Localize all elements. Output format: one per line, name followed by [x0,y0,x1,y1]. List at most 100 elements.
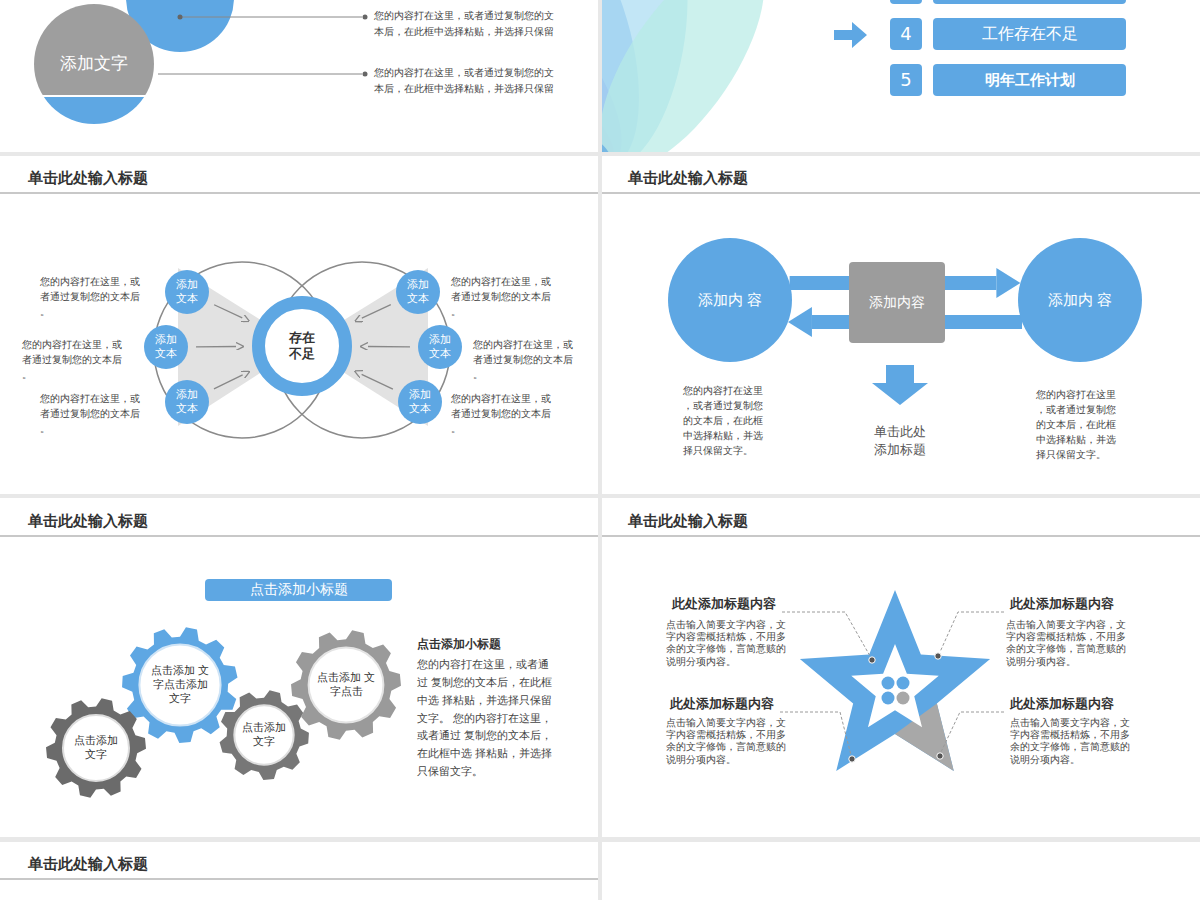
body-text: 您的内容打在这里，或 者通过复制您的文本后 。 [40,391,144,436]
body-text: 点击输入简要文字内容，文 字内容需概括精炼，不用多 余的文字修饰，言简意赅的 说… [1006,619,1134,668]
node-text: 点击添加 文字 [68,734,124,762]
arrow-connector [214,305,242,318]
arrow-connector [362,374,393,389]
node-text-group: 5 [900,69,911,92]
leader-line [941,712,1004,752]
leader-dot [935,653,941,659]
arrow-connector [368,346,410,348]
arrow-connector [214,375,243,389]
node-text-group: 点击添加 文字点击 [314,671,378,699]
gear: 点击添加 文字点击添加 文字 [122,627,238,743]
callout-heading: 此处添加标题内容 [1010,696,1114,712]
star-dots [849,653,943,762]
small-circle: 添加 文本 [418,325,462,369]
content-box: 添加内容 [849,262,945,343]
gear-teeth [46,698,146,797]
node-text: 添加 文本 [427,333,453,361]
slide-title: 单击此处输入标题 [28,512,148,532]
node-text: 添加内 容 [1047,291,1113,310]
node-text: 添加 文本 [174,388,200,416]
body-text: 点击输入简要文字内容，文 字内容需概括精炼，不用多 余的文字修饰，言简意赅的 说… [1010,717,1138,766]
body-text: 您的内容打在这里，或 者通过复制您的文本后 。 [40,274,144,319]
slide [0,0,598,152]
gear-teeth [291,630,401,739]
small-circle: 添加 文本 [144,325,188,369]
node-text: 点击添加 文字点击 [314,671,378,699]
body-text: 您的内容打在这里，或 者通过复制您的文本后 。 [22,337,126,382]
slide-title: 单击此处输入标题 [628,169,748,189]
leader-dot [849,756,855,762]
down-arrow [872,365,928,405]
leader-dot [363,72,368,77]
node-text: 明年工作计划 [985,71,1075,90]
star-hollow [851,644,938,727]
slide-title: 单击此处输入标题 [628,512,748,532]
node-text: 添加内 容 [697,291,763,310]
body-text: 您的内容打在这里，或者通过复制您的文 本后，在此框中选择粘贴，并选择只保留 [374,65,562,96]
gear-teeth [220,690,309,780]
node-text-group: 点击添加 文字 [68,734,124,762]
node-text: 点击添加 文字点击添加 文字 [146,664,215,705]
subheading: 点击添加小标题 [417,637,501,653]
title-rule [0,192,598,194]
arrow-connector [362,305,391,318]
leader-dot [363,15,368,20]
subtitle-bar: 点击添加小标题 [205,579,392,601]
node-text: 添加 文本 [407,388,433,416]
leader-line [782,612,870,656]
node-text: 点击添加 文字 [239,721,290,749]
slide [0,498,598,837]
body-text: 点击输入简要文字内容，文 字内容需概括精炼，不用多 余的文字修饰，言简意赅的 说… [666,619,794,668]
body-text: 您的内容打在这里 ，或者通过复制您 的文本后，在此框 中选择粘贴，并选 择只保留… [1036,387,1122,462]
node-text-group: 添加文字 [46,53,142,74]
node-text: 点击添加小标题 [250,581,348,599]
gear: 点击添加 文字点击 [291,630,401,740]
node-text-group: 点击添加 文字 [239,721,290,749]
node-text: 工作存在不足 [982,24,1078,44]
title-rule [602,192,1200,194]
body-text: 您的内容打在这里，或者通过 复制您的文本后，在此框中选 择粘贴，并选择只保留文字… [417,656,559,781]
center-ring: 存在 不足 [252,296,352,396]
gear-hub [139,644,220,725]
slide-title: 单击此处输入标题 [28,855,148,875]
body-text: 您的内容打在这里，或 者通过复制您的文本后 。 [451,274,555,319]
small-circle: 添加 文本 [398,380,442,424]
small-circle: 添加 文本 [165,380,209,424]
gear-hub [63,715,129,781]
node-text-group: 点击添加 文字点击添加 文字 [146,664,215,705]
leader-line [182,17,362,18]
gear: 点击添加 文字 [46,698,146,798]
title-rules [0,193,1200,879]
label-box: 明年工作计划 [933,64,1126,96]
node-text: 4 [900,23,911,46]
node-text-group: 添加 文本 [174,388,200,416]
node-text: 添加文字 [46,53,142,74]
node-text-group: 4 [900,23,911,46]
slide [0,842,598,900]
petal-art [602,0,795,152]
star-dot [897,692,910,705]
title-rule [0,535,598,537]
title-rule [602,535,1200,537]
node-text-group: 添加 文本 [405,278,431,306]
node-text-group: 添加 文本 [153,333,179,361]
label-box: 工作存在不足 [933,18,1126,50]
node-text: 添加内容 [869,294,925,312]
star-dot [882,692,895,705]
callout-heading: 此处添加标题内容 [670,696,774,712]
node-text: 添加 文本 [405,278,431,306]
gear-teeth [122,627,237,743]
node-text: 5 [900,69,911,92]
node-text: 存在 不足 [287,330,317,363]
node-text-group: 添加内容 [869,294,925,312]
body-text: 您的内容打在这里 ，或者通过复制您 的文本后，在此框 中选择粘贴，并选 择只保留… [683,383,769,458]
node-text-group: 添加 文本 [427,333,453,361]
leader-line [940,612,1004,652]
gear-hub [234,705,293,764]
node-text-group: 添加 文本 [407,388,433,416]
leader-dot [178,15,183,20]
node-text-group: 添加 文本 [174,278,200,306]
